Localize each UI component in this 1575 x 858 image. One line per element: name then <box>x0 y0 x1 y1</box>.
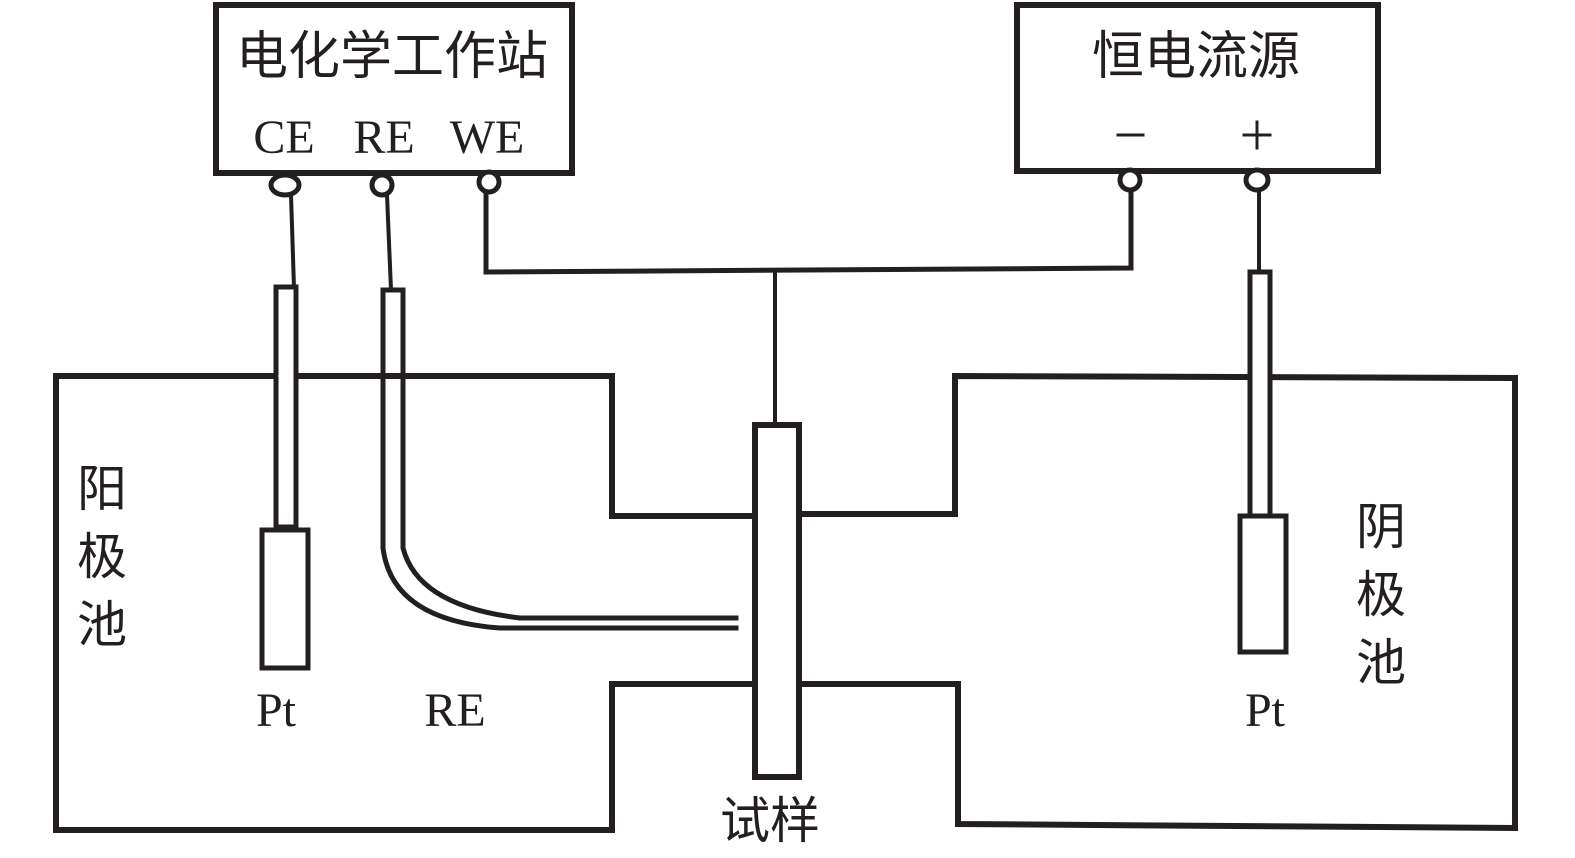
reference-capillary-outer <box>380 287 739 631</box>
anode-cell-label: 阳 极 池 <box>77 460 127 654</box>
galvanostat-label: 恒电流源 <box>1092 27 1300 87</box>
anode-cell-wall <box>53 373 755 833</box>
anode-pt-electrode-plate <box>259 527 311 671</box>
wire-ce-to-pt <box>288 192 297 291</box>
anode-cell-label-char-2: 极 <box>77 528 127 586</box>
workstation-box <box>213 2 575 176</box>
specimen-plate <box>752 422 802 780</box>
terminal-post-re <box>369 172 395 198</box>
anode-pt-electrode: Pt <box>256 284 311 737</box>
terminal-post-negative <box>1117 167 1143 193</box>
galvanostat: 恒电流源 <box>1014 2 1381 193</box>
specimen-label: 试样 <box>720 792 820 850</box>
cathode-pt-electrode-rod <box>1247 269 1273 519</box>
cathode-cell-label-char-2: 极 <box>1356 566 1406 624</box>
cathode-pt-label: Pt <box>1245 684 1286 737</box>
cathode-cell-wall <box>797 372 1518 832</box>
wire-re-to-reference <box>384 192 394 293</box>
terminal-post-ce <box>268 172 302 198</box>
anode-pt-electrode-rod <box>273 284 299 530</box>
wires <box>288 187 1261 426</box>
anode-cell-label-char-1: 阳 <box>77 460 127 518</box>
cathode-cell-label-char-1: 阴 <box>1356 498 1406 556</box>
cathode-cell-label-char-3: 池 <box>1356 634 1406 692</box>
cathode-pt-electrode-plate <box>1237 513 1289 655</box>
wire-we-to-galvanostat-negative <box>483 187 1134 275</box>
workstation: 电化学工作站 CE RE WE <box>213 2 575 198</box>
workstation-label: 电化学工作站 <box>236 27 548 87</box>
cathode-pt-electrode: Pt <box>1237 269 1289 737</box>
terminal-post-positive <box>1243 167 1271 193</box>
reference-capillary-inner <box>400 287 739 621</box>
anode-pt-label: Pt <box>256 684 297 737</box>
terminal-label-ce: CE <box>253 111 314 164</box>
anode-cell-label-char-3: 池 <box>77 596 127 654</box>
cathode-cell-label: 阴 极 池 <box>1356 498 1406 692</box>
galvanostat-box <box>1014 2 1381 174</box>
reference-electrode: RE <box>380 287 739 737</box>
terminal-label-we: WE <box>450 111 525 164</box>
terminal-post-we <box>476 169 502 195</box>
terminal-label-re: RE <box>353 111 414 164</box>
reference-label: RE <box>424 684 485 737</box>
